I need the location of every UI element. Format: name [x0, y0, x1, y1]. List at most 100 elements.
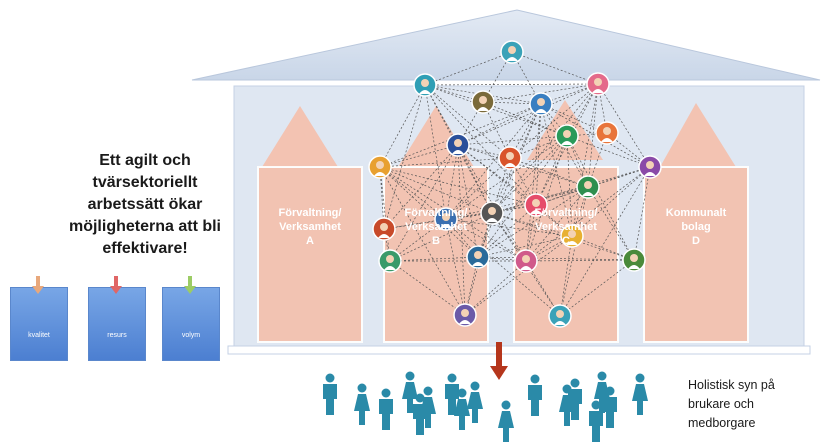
woman-icon — [467, 381, 483, 423]
network-link — [445, 218, 527, 262]
person-avatar-icon — [471, 90, 495, 114]
network-link — [445, 218, 561, 317]
person-avatar-icon — [378, 249, 402, 273]
network-link — [571, 166, 651, 237]
network-link — [535, 103, 542, 206]
network-link — [445, 135, 568, 220]
network-link — [457, 144, 493, 214]
person-avatar-icon — [529, 92, 553, 116]
network-link — [457, 144, 589, 188]
person-avatar-icon — [576, 175, 600, 199]
indicator-label: volym — [181, 332, 201, 339]
man-icon — [528, 374, 542, 416]
network-link — [389, 260, 466, 316]
network-link — [525, 166, 651, 262]
woman-icon — [632, 373, 648, 415]
woman-icon — [402, 371, 418, 413]
person-avatar-icon — [586, 72, 610, 96]
network-link — [424, 83, 599, 86]
person-avatar-icon — [595, 121, 619, 145]
network-link — [491, 212, 573, 237]
person-avatar-icon — [500, 40, 524, 64]
man-icon — [379, 388, 393, 430]
network-link — [389, 256, 479, 262]
network-link — [559, 235, 573, 317]
network-link — [457, 144, 527, 262]
network-link — [457, 103, 542, 146]
network-link — [379, 144, 459, 168]
woman-icon — [498, 400, 514, 442]
network-link — [482, 101, 568, 137]
person-avatar-icon — [548, 304, 572, 328]
house-floor — [227, 345, 811, 355]
network-link — [424, 51, 513, 86]
network-link — [464, 260, 527, 316]
network-link — [445, 218, 573, 237]
person-avatar-icon — [413, 73, 437, 97]
man-icon — [568, 378, 582, 420]
network-link — [445, 186, 589, 220]
network-link — [540, 103, 651, 168]
network-link — [379, 166, 493, 214]
indicator-kvalitet: kvalitet — [10, 287, 68, 361]
volym-arrow-icon — [184, 276, 196, 294]
indicator-resurs: resurs — [88, 287, 146, 361]
network-link — [509, 157, 589, 188]
network-link — [457, 144, 466, 316]
man-icon — [589, 400, 603, 442]
network-link — [525, 135, 568, 262]
network-link — [491, 135, 568, 214]
network-link — [535, 83, 599, 206]
person-avatar-icon — [524, 193, 548, 217]
network-link — [559, 166, 651, 317]
network-link — [424, 84, 537, 206]
network-link — [540, 103, 568, 137]
network-link — [445, 218, 466, 316]
network-link — [491, 212, 635, 261]
person-avatar-icon — [514, 249, 538, 273]
network-avatars — [368, 40, 662, 328]
network-link — [571, 235, 635, 261]
network-link — [424, 84, 511, 159]
network-link — [540, 103, 573, 237]
network-link — [445, 103, 542, 220]
network-link — [482, 83, 599, 103]
person-avatar-icon — [498, 146, 522, 170]
network-link — [383, 144, 459, 230]
man-icon — [445, 373, 459, 415]
network-link — [535, 135, 568, 206]
network-link — [383, 84, 426, 230]
network-link — [389, 212, 493, 262]
network-link — [379, 84, 426, 168]
network-link — [445, 157, 511, 220]
network-link — [525, 186, 589, 262]
indicator-label: kvalitet — [28, 332, 50, 339]
network-link — [424, 84, 542, 105]
citizens-caption: Holistisk syn på brukare och medborgare — [688, 378, 775, 430]
person-avatar-icon — [622, 248, 646, 272]
person-avatar-icon — [560, 224, 584, 248]
network-link — [379, 157, 511, 168]
network-link — [587, 83, 599, 188]
building-d — [643, 103, 749, 343]
person-avatar-icon — [368, 155, 392, 179]
person-avatar-icon — [555, 124, 579, 148]
network-link — [559, 259, 635, 317]
network-link — [511, 51, 599, 85]
man-icon — [323, 373, 337, 415]
network-link — [491, 166, 651, 214]
man-icon — [413, 393, 427, 435]
network-link — [457, 83, 599, 146]
network-link — [424, 84, 447, 220]
network-link — [597, 83, 651, 168]
headline-text: Ett agilt och tvärsektoriellt arbetssätt… — [68, 152, 221, 257]
resurs-arrow-icon — [110, 276, 122, 294]
network-link — [566, 135, 573, 237]
network-link — [540, 103, 608, 134]
network-link — [457, 144, 479, 258]
